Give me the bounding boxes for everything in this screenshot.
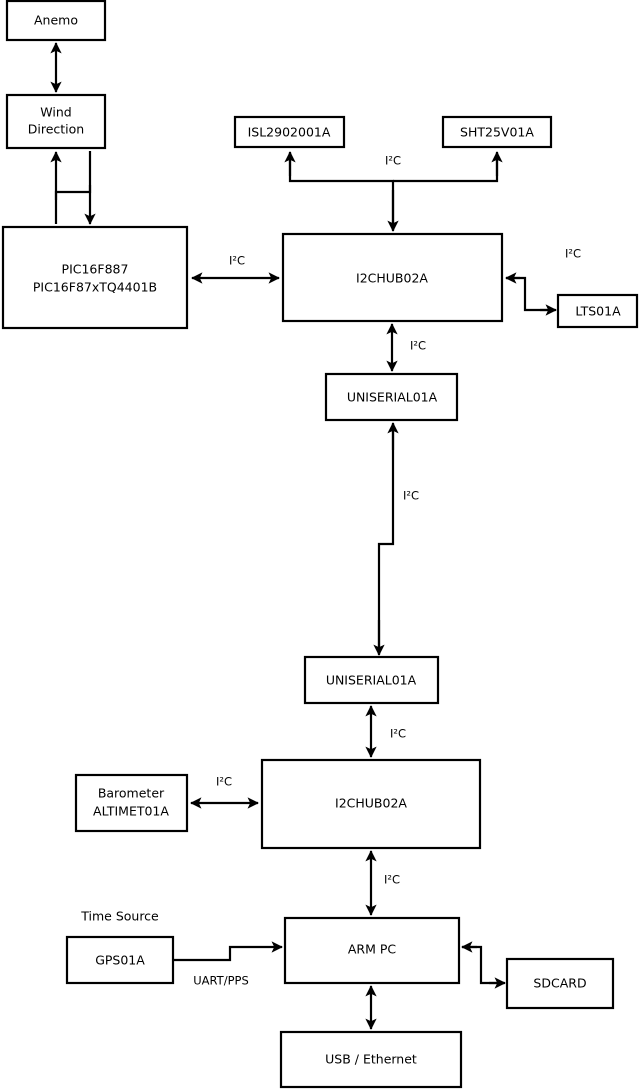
node-anemo-label: Anemo [34,13,78,28]
node-uniserial01a-bottom-rect [303,655,440,705]
node-lts01a-label: LTS01A [575,304,621,319]
node-pic16f887-label-line2: PIC16F87xTQ4401B [33,280,157,295]
node-sht25v01a-rect [441,115,553,149]
node-wind-direction-rect [5,93,107,150]
node-isl2902001a[interactable]: ISL2902001A [233,115,346,149]
node-barometer-altimet01a[interactable]: Barometer ALTIMET01A [74,773,189,833]
node-barometer-label-line2: ALTIMET01A [93,804,169,819]
node-sdcard-rect [505,957,615,1010]
node-pic16f887-rect [1,225,189,330]
connector-wind-pic-path [54,151,92,224]
connector-armpc-sdcard-path [462,945,504,985]
edge-label-hubbot-armpc: I²C [384,873,400,887]
connector-gps-armpc [174,941,283,962]
node-sht25v01a[interactable]: SHT25V01A [441,115,553,149]
edge-label-gps-armpc: UART/PPS [193,974,249,988]
edge-label-hub-lts: I²C [565,247,581,261]
edge-label-uniserial-hubbot: I²C [390,727,406,741]
node-barometer-altimet01a-rect [74,773,189,833]
node-uniserial01a-top-label: UNISERIAL01A [347,390,438,405]
connector-hub-isl-path [288,153,395,230]
node-wind-direction[interactable]: Wind Direction [5,93,107,150]
connector-hub-lts-path [506,276,555,312]
node-anemo[interactable]: Anemo [5,0,107,42]
node-arm-pc[interactable]: ARM PC [283,916,461,985]
node-pic16f887[interactable]: PIC16F887 PIC16F87xTQ4401B [1,225,189,330]
node-i2chub02a-top-rect [281,232,504,323]
node-barometer-label-line1: Barometer [98,786,165,801]
edge-label-pic-hub: I²C [229,254,245,268]
node-i2chub02a-top[interactable]: I2CHUB02A [281,232,504,323]
connector-hub-sht-path [393,153,499,183]
label-time-source: Time Source [80,909,159,924]
node-sht25v01a-label: SHT25V01A [460,125,534,140]
node-gps01a-rect [65,935,175,985]
node-gps01a-label: GPS01A [95,953,145,968]
node-usb-ethernet-label: USB / Ethernet [325,1052,417,1067]
node-arm-pc-rect [283,916,461,985]
node-lts01a[interactable]: LTS01A [556,293,639,329]
node-usb-ethernet-rect [279,1030,463,1089]
node-gps01a[interactable]: GPS01A [65,935,175,985]
edge-label-hub-sensors: I²C [385,154,401,168]
node-uniserial01a-top-rect [324,372,459,422]
node-i2chub02a-top-label: I2CHUB02A [356,271,428,286]
node-uniserial01a-bottom-label: UNISERIAL01A [326,673,417,688]
node-i2chub02a-bottom-rect [260,758,482,850]
connector-uniserial-link-path [377,424,395,654]
edge-label-uniserial-link: I²C [403,489,419,503]
node-uniserial01a-top[interactable]: UNISERIAL01A [324,372,459,422]
node-sdcard[interactable]: SDCARD [505,957,615,1010]
edge-label-barometer-hubbot: I²C [216,775,232,789]
node-isl2902001a-rect [233,115,346,149]
node-usb-ethernet[interactable]: USB / Ethernet [279,1030,463,1089]
node-wind-direction-label-line2: Direction [28,122,84,137]
node-lts01a-rect [556,293,639,329]
node-arm-pc-label: ARM PC [348,942,397,957]
node-uniserial01a-bottom[interactable]: UNISERIAL01A [303,655,440,705]
node-pic16f887-label-line1: PIC16F887 [62,262,129,277]
edge-label-hub-uniserial: I²C [410,339,426,353]
node-i2chub02a-bottom[interactable]: I2CHUB02A [260,758,482,850]
node-anemo-rect [5,0,107,42]
node-isl2902001a-label: ISL2902001A [248,125,331,140]
node-wind-direction-label-line1: Wind [40,105,71,120]
node-i2chub02a-bottom-label: I2CHUB02A [335,796,407,811]
node-sdcard-label: SDCARD [533,976,586,991]
